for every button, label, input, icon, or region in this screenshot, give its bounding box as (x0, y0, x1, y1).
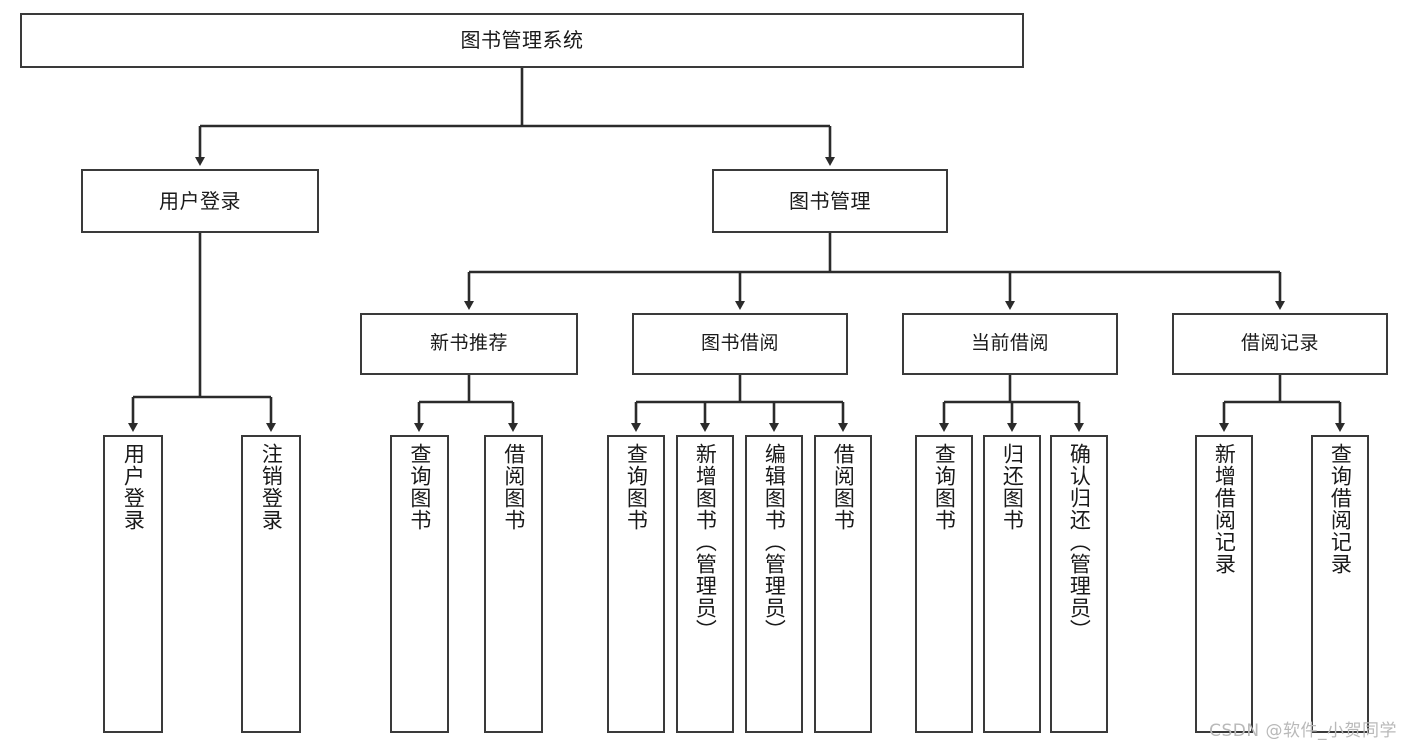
node-label: 查询图书 (624, 443, 649, 531)
node-label: 新书推荐 (429, 332, 508, 355)
node-label: 归还图书 (1000, 443, 1025, 531)
leaf-user-login-signin[interactable]: 用户登录 (103, 435, 163, 733)
leaf-borrow-query-book[interactable]: 查询图书 (607, 435, 665, 733)
node-borrow-records[interactable]: 借阅记录 (1172, 313, 1388, 375)
node-label: 图书管理系统 (460, 28, 584, 52)
node-label: 借阅图书 (831, 443, 856, 531)
leaf-new-books-query[interactable]: 查询图书 (390, 435, 449, 733)
node-label: 查询借阅记录 (1328, 443, 1353, 575)
node-label: 图书借阅 (700, 332, 779, 355)
node-label: 借阅记录 (1240, 332, 1319, 355)
leaf-current-confirm-return-admin[interactable]: 确认归还（管理员） (1050, 435, 1108, 733)
leaf-current-return-book[interactable]: 归还图书 (983, 435, 1041, 733)
leaf-current-query-book[interactable]: 查询图书 (915, 435, 973, 733)
leaf-records-add-record[interactable]: 新增借阅记录 (1195, 435, 1253, 733)
node-label: 用户登录 (159, 188, 241, 213)
node-new-book-recommend[interactable]: 新书推荐 (360, 313, 578, 375)
node-label: 图书管理 (789, 188, 871, 213)
node-root-system[interactable]: 图书管理系统 (20, 13, 1024, 68)
watermark-text: CSDN @软件_小贺同学 (1209, 721, 1397, 741)
leaf-borrow-borrow-book[interactable]: 借阅图书 (814, 435, 872, 733)
node-label: 查询图书 (407, 443, 432, 531)
node-book-borrow[interactable]: 图书借阅 (632, 313, 848, 375)
node-label: 确认归还（管理员） (1067, 443, 1092, 641)
node-label: 当前借阅 (970, 332, 1049, 355)
node-label: 新增图书（管理员） (693, 443, 718, 641)
node-current-borrow[interactable]: 当前借阅 (902, 313, 1118, 375)
leaf-borrow-add-book-admin[interactable]: 新增图书（管理员） (676, 435, 734, 733)
node-user-login[interactable]: 用户登录 (81, 169, 319, 233)
node-label: 用户登录 (121, 443, 146, 531)
node-label: 借阅图书 (501, 443, 526, 531)
node-label: 编辑图书（管理员） (762, 443, 787, 641)
node-book-management[interactable]: 图书管理 (712, 169, 948, 233)
leaf-borrow-edit-book-admin[interactable]: 编辑图书（管理员） (745, 435, 803, 733)
leaf-records-query-record[interactable]: 查询借阅记录 (1311, 435, 1369, 733)
node-label: 新增借阅记录 (1212, 443, 1237, 575)
leaf-new-books-borrow[interactable]: 借阅图书 (484, 435, 543, 733)
node-label: 查询图书 (932, 443, 957, 531)
leaf-user-login-signout[interactable]: 注销登录 (241, 435, 301, 733)
node-label: 注销登录 (259, 443, 284, 531)
